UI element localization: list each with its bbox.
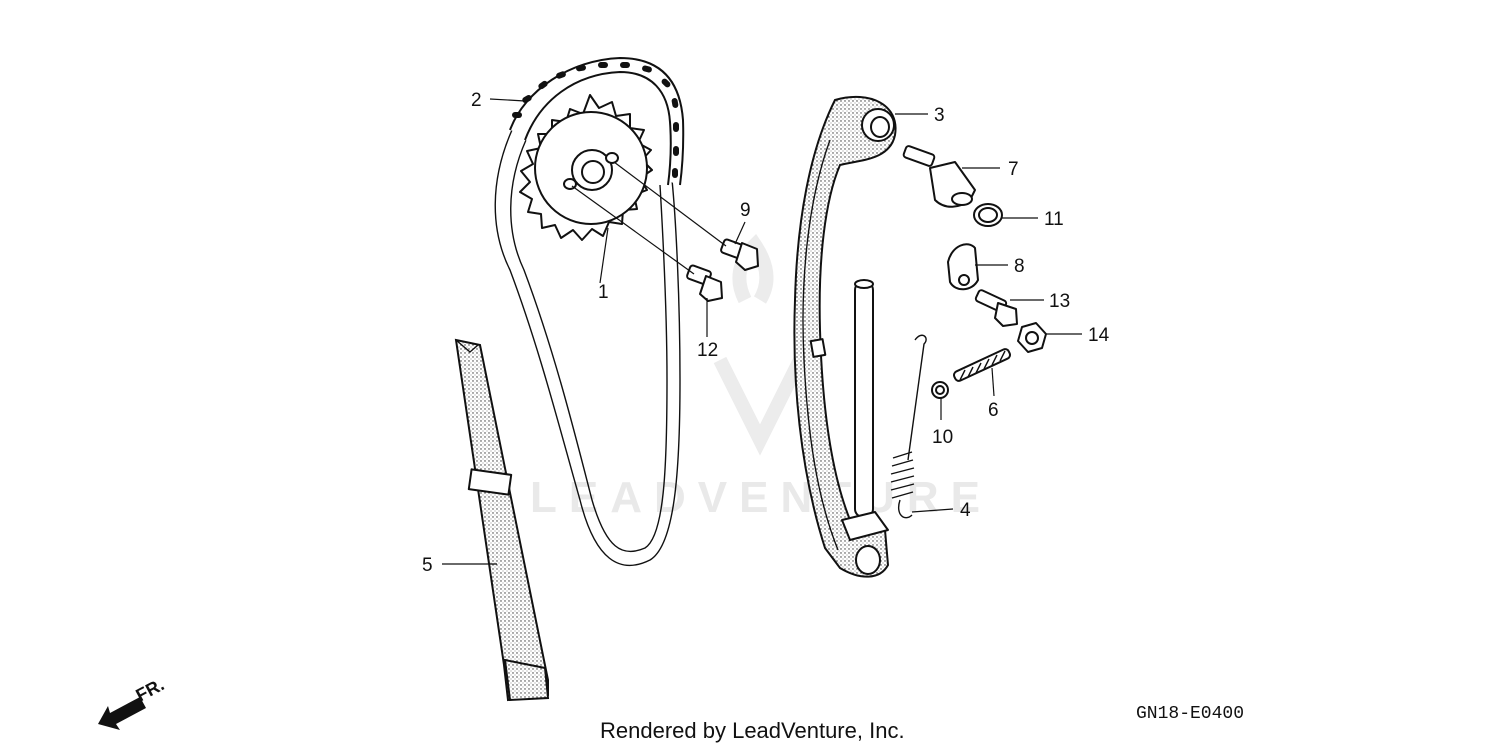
front-direction-marker: FR.: [98, 674, 167, 730]
nut-14: [1017, 322, 1047, 353]
callout-1: 1: [598, 282, 609, 303]
callout-4: 4: [960, 500, 971, 521]
callout-5: 5: [422, 555, 433, 576]
callout-11: 11: [1044, 209, 1064, 230]
callout-12: 12: [697, 340, 718, 361]
callout-6: 6: [988, 400, 999, 421]
callout-3: 3: [934, 105, 945, 126]
watermark: LEADVENTURE: [530, 234, 992, 522]
tensioner-pivot-rod: [841, 279, 889, 541]
o-ring-11: [973, 203, 1003, 227]
footer-credit: Rendered by LeadVenture, Inc.: [600, 718, 905, 743]
callouts: 1 2 3 4 5 6 7 8 9 10 11 12 13 14: [422, 90, 1110, 576]
tensioner-pusher: [902, 145, 976, 208]
leader-6: [991, 367, 995, 397]
front-arrow-icon: [98, 697, 146, 730]
sprocket-bolt-12: [686, 264, 723, 302]
leader-9-line: [613, 161, 727, 247]
stopper-plate: [947, 243, 979, 291]
callout-10: 10: [932, 427, 953, 448]
callout-8: 8: [1014, 256, 1025, 277]
leader-2: [489, 98, 526, 102]
callout-13: 13: [1049, 291, 1070, 312]
watermark-text: LEADVENTURE: [530, 473, 992, 522]
bolt-13: [974, 289, 1018, 327]
diagram-code: GN18-E0400: [1136, 704, 1244, 724]
callout-14: 14: [1088, 325, 1110, 346]
callout-2: 2: [471, 90, 482, 111]
cam-sprocket: [519, 94, 653, 241]
watermark-logo-icon: [713, 234, 807, 456]
leader-12-line: [571, 185, 695, 275]
cam-chain-guide: [454, 338, 550, 702]
callout-9: 9: [740, 200, 751, 221]
washer-10: [931, 381, 949, 399]
leader-4: [911, 508, 954, 513]
leader-1: [599, 227, 609, 284]
tensioner-spring: [890, 334, 927, 519]
callout-7: 7: [1008, 159, 1019, 180]
tensioner-stud: [953, 348, 1011, 382]
chain-tensioner-arm: [793, 95, 897, 578]
leader-9: [734, 221, 746, 245]
